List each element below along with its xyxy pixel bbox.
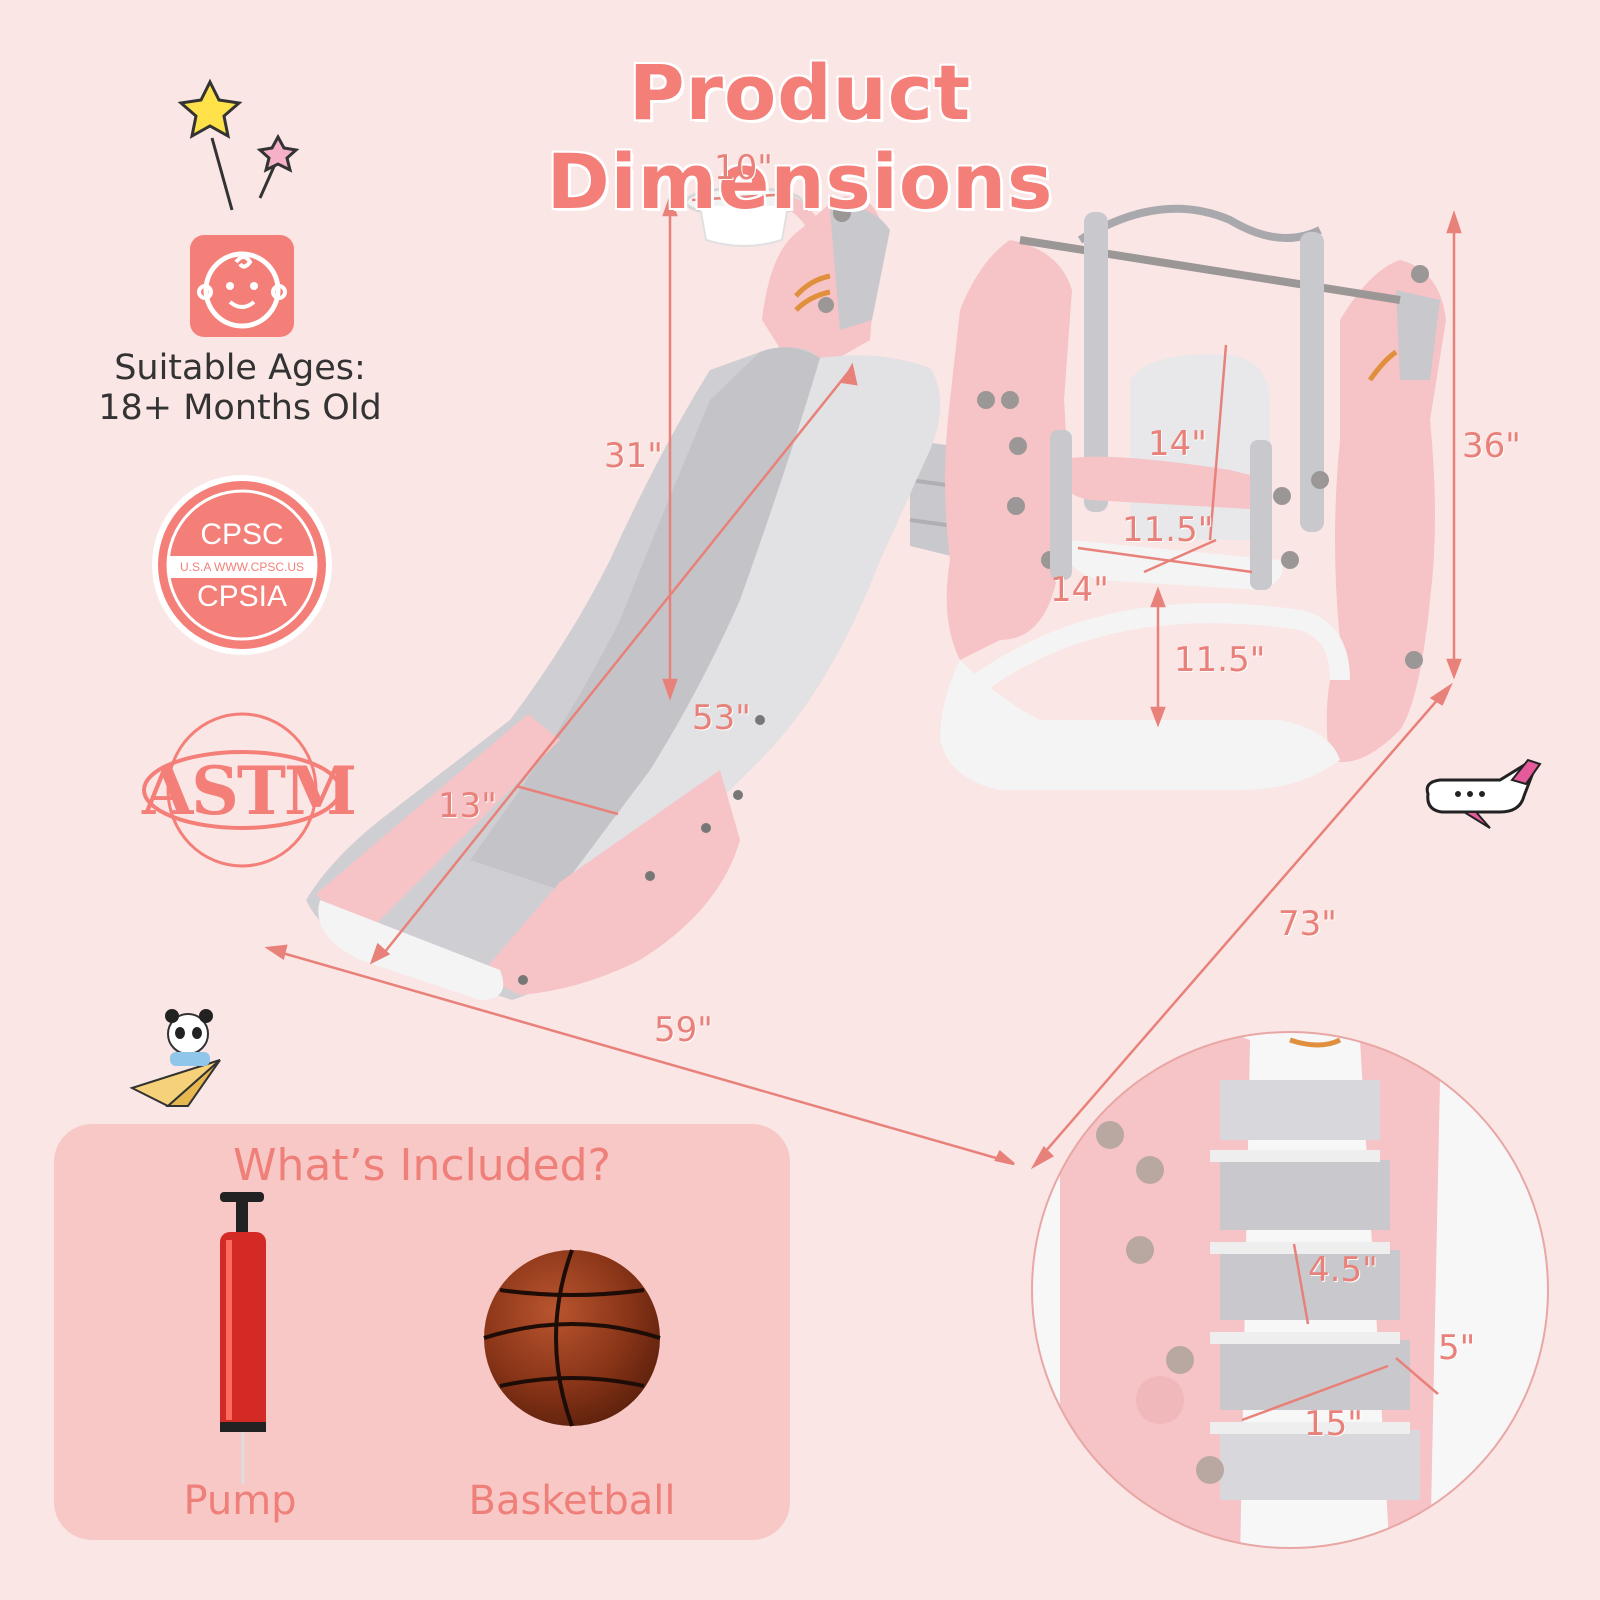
cpsc-badge	[152, 475, 332, 655]
slide	[306, 347, 940, 1000]
dim-hoop-height: 31"	[604, 436, 663, 476]
included-item-basketball: Basketball	[468, 1478, 676, 1524]
cpsc-middle-text: U.S.A WWW.CPSC.US	[179, 560, 304, 574]
steps-detail-circle	[1031, 1031, 1549, 1549]
dim-swing-ground-clearance: 11.5"	[1174, 640, 1266, 680]
dim-hoop-width: 10"	[714, 148, 773, 188]
dim-swing-seat-depth: 11.5"	[1122, 510, 1214, 550]
age-line-1: Suitable Ages:	[114, 348, 366, 388]
dimension-lines	[264, 192, 1462, 1170]
slide-tower	[762, 196, 890, 380]
pump-icon	[220, 1192, 266, 1484]
included-item-pump: Pump	[183, 1478, 297, 1524]
basketball-icon	[483, 1249, 661, 1427]
astm-text: ASTM	[142, 752, 357, 830]
baby-face-icon	[190, 235, 294, 337]
star-wand-icon	[177, 78, 300, 211]
dim-swing-back-height: 14"	[1148, 424, 1207, 464]
dim-total-length: 73"	[1278, 904, 1337, 944]
basketball-hoop	[684, 186, 827, 247]
age-line-2: 18+ Months Old	[98, 388, 382, 428]
dim-slide-width: 13"	[438, 786, 497, 826]
included-title: What’s Included?	[233, 1140, 611, 1191]
dim-swing-seat-width: 14"	[1050, 570, 1109, 610]
cpsc-bottom-text: CPSIA	[196, 580, 288, 613]
dim-step-width: 15"	[1304, 1404, 1363, 1444]
panda-plane-icon	[129, 1009, 221, 1108]
dim-total-width: 59"	[654, 1010, 713, 1050]
swing-frame	[940, 204, 1446, 790]
age-info: Suitable Ages: 18+ Months Old	[60, 348, 420, 428]
dim-total-height: 36"	[1462, 426, 1521, 466]
cpsc-top-text: CPSC	[200, 518, 284, 551]
page-title: Product Dimensions	[546, 48, 1054, 226]
swing-seat	[1050, 354, 1283, 590]
dim-step-height: 4.5"	[1308, 1250, 1378, 1290]
dim-slide-length: 53"	[692, 698, 751, 738]
dim-step-depth: 5"	[1438, 1328, 1476, 1368]
airplane-icon	[1425, 758, 1542, 829]
astm-logo	[142, 712, 342, 868]
